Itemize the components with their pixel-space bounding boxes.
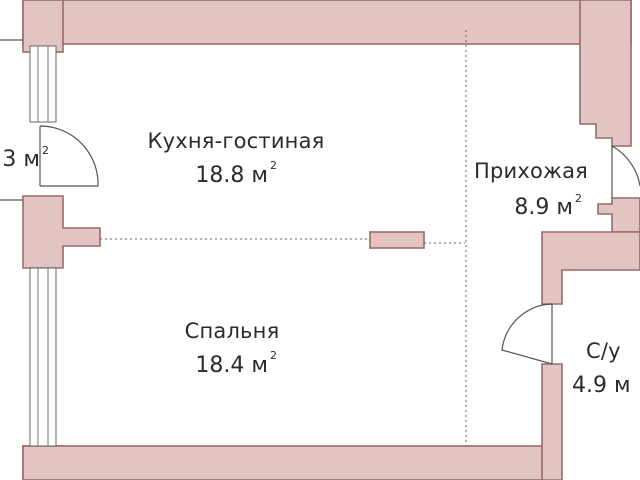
- room-area-balcony: 3 м: [2, 147, 40, 172]
- window-lower: [29, 267, 57, 447]
- room-bedroom: Спальня 18.4 м 2: [185, 319, 280, 378]
- partition-stub: [369, 231, 425, 249]
- room-hallway: Прихожая 8.9 м 2: [474, 159, 588, 220]
- room-balcony: 3 м 2: [2, 144, 49, 172]
- room-area-bathroom: 4.9 м: [572, 373, 631, 398]
- room-area-unit-sup: 2: [42, 144, 49, 157]
- wall-bathroom: [541, 231, 640, 305]
- door-bathroom: [501, 303, 553, 365]
- zone-lines: [100, 30, 467, 446]
- room-name-bathroom: С/у: [586, 339, 621, 363]
- wall-left-upper: [22, 0, 64, 53]
- windows: [0, 39, 57, 447]
- room-name-bedroom: Спальня: [185, 319, 280, 343]
- wall-bottom: [22, 445, 544, 480]
- room-kitchen-living: Кухня-гостиная 18.8 м 2: [147, 129, 324, 188]
- room-area-kitchen-living: 18.8 м: [195, 163, 268, 188]
- room-bathroom: С/у 4.9 м: [572, 339, 631, 398]
- room-name-kitchen-living: Кухня-гостиная: [147, 129, 324, 153]
- room-name-hallway: Прихожая: [474, 159, 588, 183]
- doors: [39, 125, 640, 365]
- door-balcony: [39, 125, 99, 187]
- room-area-unit-sup: 2: [575, 192, 582, 205]
- walls: [22, 0, 640, 480]
- wall-left-middle: [22, 195, 101, 269]
- room-area-hallway: 8.9 м: [514, 195, 573, 220]
- wall-right-upper: [579, 0, 632, 147]
- room-area-bedroom: 18.4 м: [195, 353, 268, 378]
- wall-top: [22, 0, 632, 45]
- wall-right-hall: [597, 197, 640, 233]
- door-hall: [611, 145, 640, 187]
- room-area-unit-sup: 2: [270, 159, 277, 172]
- wall-bathroom-lower: [541, 363, 563, 480]
- window-upper: [29, 45, 57, 123]
- room-area-unit-sup: 2: [270, 349, 277, 362]
